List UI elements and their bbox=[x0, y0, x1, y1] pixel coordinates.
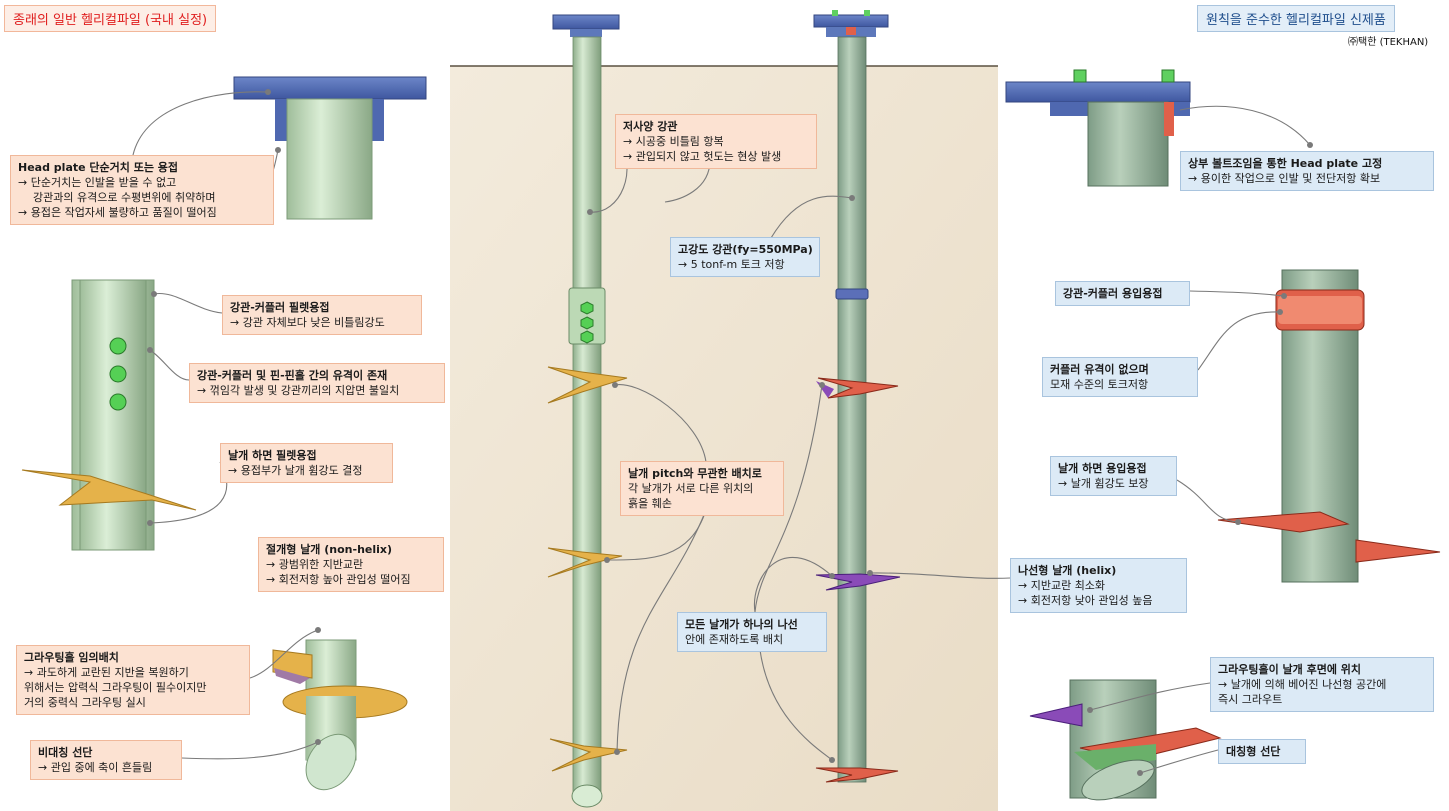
old-pile bbox=[547, 14, 628, 808]
new-pile bbox=[813, 10, 901, 783]
new-product-header: 원칙을 준수한 헬리컬파일 신제품 bbox=[1197, 5, 1395, 32]
new-tip-detail bbox=[1029, 679, 1222, 801]
caption-head-plate-old: Head plate 단순거치 또는 용접 → 단순거치는 인발을 받을 수 없… bbox=[10, 155, 274, 225]
caption-pitch: 날개 pitch와 무관한 배치로 각 날개가 서로 다른 위치의 흙을 훼손 bbox=[620, 461, 784, 516]
caption-grout-new: 그라우팅홀이 날개 후면에 위치 → 날개에 의해 베어진 나선형 공간에 즉시… bbox=[1210, 657, 1434, 712]
new-head-plate-detail bbox=[1005, 69, 1191, 187]
old-tip-detail bbox=[272, 639, 408, 791]
caption-non-helix: 절개형 날개 (non-helix) → 광범위한 지반교란 → 회전저항 높아… bbox=[258, 537, 444, 592]
soil-block bbox=[450, 66, 998, 811]
caption-low-spec-pipe: 저사양 강관 → 시공중 비틀림 항복 → 관입되지 않고 헛도는 현상 발생 bbox=[615, 114, 817, 169]
caption-asym-tip: 비대칭 선단 → 관입 중에 축이 흔들림 bbox=[30, 740, 182, 780]
old-head-plate-detail bbox=[233, 76, 427, 220]
old-coupler-detail bbox=[21, 279, 197, 551]
caption-sym-tip: 대칭형 선단 bbox=[1218, 739, 1306, 764]
caption-high-strength-pipe: 고강도 강관(fy=550MPa) → 5 tonf-m 토크 저항 bbox=[670, 237, 820, 277]
caption-helix: 나선형 날개 (helix) → 지반교란 최소화 → 회전저항 낮아 관입성 … bbox=[1010, 558, 1187, 613]
caption-blade-fillet: 날개 하면 필렛용접 → 용접부가 날개 휨강도 결정 bbox=[220, 443, 393, 483]
caption-coupler-fillet: 강관-커플러 필렛용접 → 강관 자체보다 낮은 비틀림강도 bbox=[222, 295, 422, 335]
company-brand: ㈜택한 (TEKHAN) bbox=[1348, 37, 1429, 48]
caption-grout-old: 그라우팅홀 임의배치 → 과도하게 교란된 지반을 복원하기 위해서는 압력식 … bbox=[16, 645, 250, 715]
leader-dots bbox=[147, 89, 1313, 776]
caption-one-spiral: 모든 날개가 하나의 나선 안에 존재하도록 배치 bbox=[677, 612, 827, 652]
caption-head-plate-new: 상부 볼트조임을 통한 Head plate 고정 → 용이한 작업으로 인발 … bbox=[1180, 151, 1434, 191]
caption-coupler-pin-gap: 강관-커플러 및 핀-핀홀 간의 유격이 존재 → 꺾임각 발생 및 강관끼리의… bbox=[189, 363, 445, 403]
caption-coupler-butt-weld: 강관-커플러 용입용접 bbox=[1055, 281, 1190, 306]
caption-blade-butt-weld: 날개 하면 용입용접 → 날개 휨강도 보장 bbox=[1050, 456, 1177, 496]
caption-no-gap: 커플러 유격이 없으며 모재 수준의 토크저항 bbox=[1042, 357, 1198, 397]
new-coupler-detail bbox=[1217, 269, 1441, 583]
old-product-header: 종래의 일반 헬리컬파일 (국내 실정) bbox=[4, 5, 217, 32]
